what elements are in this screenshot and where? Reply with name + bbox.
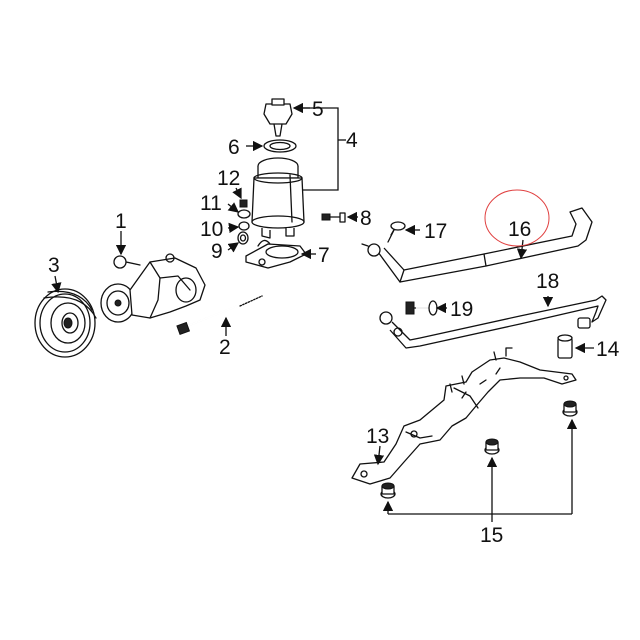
leader-10 — [227, 222, 240, 234]
callout-7: 7 — [318, 244, 330, 267]
callout-2: 2 — [219, 336, 231, 359]
bolt-part — [176, 295, 263, 336]
return-line-part-18 — [379, 295, 607, 349]
callout-5: 5 — [312, 98, 324, 121]
clip-part-11 — [237, 209, 251, 219]
crossmember-part-13 — [351, 347, 577, 485]
leader-3 — [51, 275, 62, 294]
reservoir-part — [251, 157, 305, 239]
leader-12 — [232, 187, 242, 200]
mount-part-15b — [484, 438, 500, 455]
oring-part-10 — [238, 221, 250, 231]
callout-17: 17 — [424, 220, 447, 243]
bracket-part — [245, 239, 307, 269]
clip-part-12 — [239, 199, 248, 208]
highlight-circle — [484, 189, 550, 247]
pulley-part — [34, 288, 97, 358]
mount-part-15c — [562, 400, 578, 417]
callout-12: 12 — [217, 167, 240, 190]
callout-1: 1 — [115, 210, 127, 233]
cap-part — [263, 98, 293, 137]
leader-11 — [227, 202, 240, 213]
bolt-part-8 — [321, 212, 346, 223]
callout-9: 9 — [211, 240, 223, 263]
bushing-part-14 — [557, 334, 573, 359]
callout-10: 10 — [200, 218, 223, 241]
pump-part — [100, 253, 206, 323]
bracket-4 — [300, 107, 339, 191]
bolt-part-19 — [405, 300, 438, 316]
mount-part-15a — [380, 482, 396, 499]
callout-19: 19 — [450, 298, 473, 321]
leader-9 — [227, 242, 240, 253]
callout-18: 18 — [536, 270, 559, 293]
callout-14: 14 — [596, 338, 620, 361]
callout-4: 4 — [346, 129, 358, 152]
callout-11: 11 — [200, 192, 222, 215]
bolt-part-17 — [387, 221, 406, 243]
leader-13 — [373, 445, 385, 466]
oring-part-9 — [237, 231, 249, 245]
leader-16 — [516, 239, 528, 260]
hose-part-16 — [361, 207, 593, 283]
callout-8: 8 — [360, 207, 372, 230]
callout-3: 3 — [48, 254, 60, 277]
seal-part — [263, 139, 297, 153]
callout-6: 6 — [228, 136, 240, 159]
callout-13: 13 — [366, 425, 389, 448]
callout-16: 16 — [508, 218, 531, 241]
callout-15: 15 — [480, 524, 503, 547]
